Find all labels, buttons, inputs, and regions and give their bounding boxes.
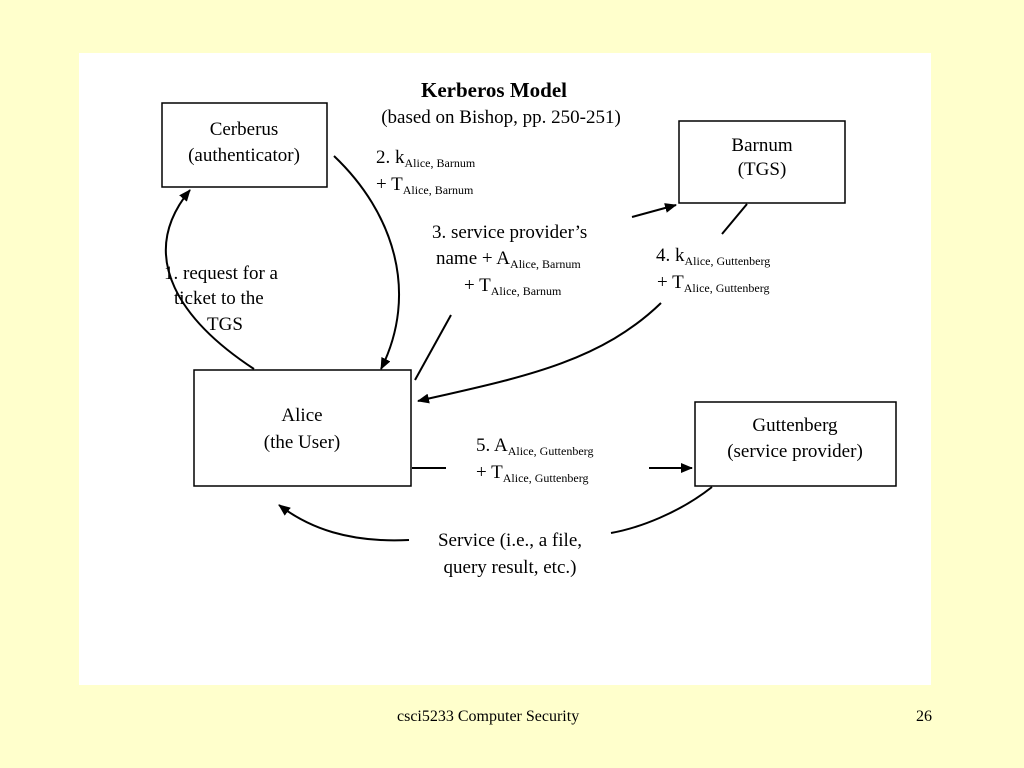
arrow-step3-tail — [414, 314, 452, 381]
node-guttenberg-role: (service provider) — [727, 441, 863, 462]
svg-text:+ TAlice, Guttenberg: + TAlice, Guttenberg — [657, 272, 770, 295]
node-barnum-name: Barnum — [731, 135, 792, 156]
svg-text:query result, etc.): query result, etc.) — [444, 557, 577, 578]
label-step3: 3. service provider’s name + AAlice, Bar… — [432, 222, 587, 298]
arrow-service — [278, 504, 410, 542]
svg-text:2. kAlice, Barnum: 2. kAlice, Barnum — [376, 147, 476, 170]
svg-text:name + AAlice, Barnum: name + AAlice, Barnum — [436, 248, 581, 271]
svg-text:+ TAlice, Barnum: + TAlice, Barnum — [464, 275, 562, 298]
svg-text:+ TAlice, Guttenberg: + TAlice, Guttenberg — [476, 462, 589, 485]
arrow-step4-tail — [721, 203, 748, 235]
label-step4: 4. kAlice, Guttenberg + TAlice, Guttenbe… — [656, 245, 770, 295]
node-alice-name: Alice — [281, 405, 322, 426]
arrow-step4 — [417, 302, 662, 404]
node-cerberus-role: (authenticator) — [188, 145, 300, 166]
node-cerberus-name: Cerberus — [210, 119, 279, 140]
diagram-subtitle: (based on Bishop, pp. 250-251) — [381, 107, 621, 128]
footer-course: csci5233 Computer Security — [397, 708, 580, 725]
arrow-step3-to-barnum — [631, 203, 677, 218]
svg-text:4. kAlice, Guttenberg: 4. kAlice, Guttenberg — [656, 245, 770, 268]
node-barnum: Barnum (TGS) — [678, 120, 846, 204]
svg-text:1. request for a: 1. request for a — [164, 263, 279, 284]
arrow-step1 — [164, 189, 255, 370]
arrow-step2 — [333, 155, 401, 370]
label-service: Service (i.e., a file, query result, etc… — [438, 530, 582, 578]
node-alice-role: (the User) — [264, 432, 341, 453]
svg-text:3. service provider’s: 3. service provider’s — [432, 222, 587, 243]
svg-text:Service (i.e., a file,: Service (i.e., a file, — [438, 530, 582, 551]
footer-page-number: 26 — [916, 708, 932, 725]
svg-text:+ TAlice, Barnum: + TAlice, Barnum — [376, 174, 474, 197]
node-alice: Alice (the User) — [193, 369, 412, 487]
node-guttenberg-name: Guttenberg — [752, 415, 838, 436]
svg-text:TGS: TGS — [207, 314, 243, 335]
node-barnum-role: (TGS) — [738, 159, 787, 180]
diagram-panel: Kerberos Model (based on Bishop, pp. 250… — [79, 53, 931, 685]
svg-text:5. AAlice, Guttenberg: 5. AAlice, Guttenberg — [476, 435, 593, 458]
arrow-service-tail — [610, 486, 713, 534]
kerberos-diagram: Kerberos Model (based on Bishop, pp. 250… — [161, 78, 897, 578]
label-step5: 5. AAlice, Guttenberg + TAlice, Guttenbe… — [476, 435, 593, 485]
label-step2: 2. kAlice, Barnum + TAlice, Barnum — [376, 147, 476, 197]
diagram-title: Kerberos Model — [421, 78, 567, 102]
svg-text:ticket to the: ticket to the — [174, 288, 264, 309]
node-cerberus: Cerberus (authenticator) — [161, 102, 328, 188]
label-step1: 1. request for a ticket to the TGS — [164, 263, 279, 335]
node-guttenberg: Guttenberg (service provider) — [694, 401, 897, 487]
